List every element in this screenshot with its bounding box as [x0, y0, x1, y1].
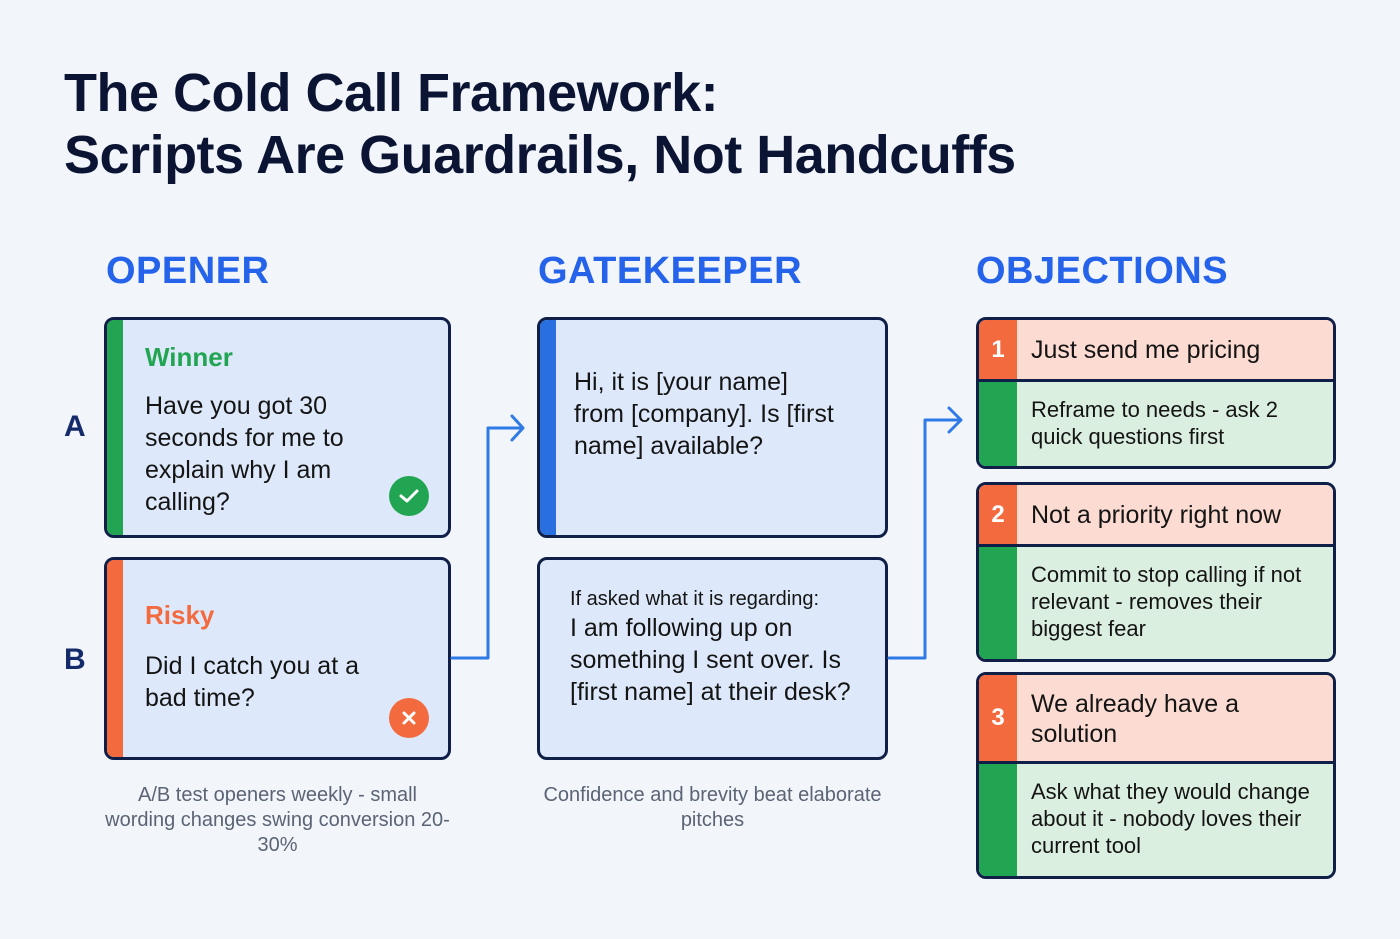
winner-stripe	[107, 320, 123, 535]
winner-tag: Winner	[145, 342, 233, 372]
opener-to-gatekeeper-arrow	[450, 414, 525, 660]
response-stripe	[979, 547, 1017, 659]
response-text: Ask what they would change about it - no…	[1031, 779, 1310, 858]
gatekeeper-script-card: Hi, it is [your name] from [company]. Is…	[537, 317, 888, 538]
response-text: Commit to stop calling if not relevant -…	[1031, 562, 1302, 641]
objection-number: 2	[979, 485, 1017, 544]
objection-number: 3	[979, 675, 1017, 761]
row-label-b: B	[64, 643, 86, 676]
objection-number: 1	[979, 320, 1017, 379]
response-text: Reframe to needs - ask 2 quick questions…	[1031, 397, 1279, 449]
gatekeeper-to-objections-arrow	[887, 406, 963, 660]
gatekeeper-script-text: Hi, it is [your name] from [company]. Is…	[574, 368, 834, 460]
objections-header: OBJECTIONS	[976, 250, 1229, 292]
opener-header: OPENER	[106, 250, 270, 292]
title-line-2: Scripts Are Guardrails, Not Handcuffs	[64, 125, 1016, 185]
gatekeeper-caption: Confidence and brevity beat elaborate pi…	[543, 784, 882, 831]
objection-text: Just send me pricing	[1031, 336, 1261, 364]
objection-card-1: 1 Just send me pricing Reframe to needs …	[976, 317, 1336, 469]
risky-tag: Risky	[145, 600, 215, 630]
opener-card-winner: Winner Have you got 30 seconds for me to…	[104, 317, 451, 538]
objection-text: Not a priority right now	[1031, 501, 1282, 529]
objection-card-2: 2 Not a priority right now Commit to sto…	[976, 482, 1336, 662]
x-circle-icon	[389, 698, 429, 738]
response-stripe	[979, 382, 1017, 466]
objection-text: We already have a solution	[1031, 690, 1239, 748]
gatekeeper-header: GATEKEEPER	[538, 250, 803, 292]
check-circle-icon	[389, 476, 429, 516]
objection-card-3: 3 We already have a solution Ask what th…	[976, 672, 1336, 879]
title-line-1: The Cold Call Framework:	[64, 63, 719, 123]
followup-prompt: If asked what it is regarding:	[570, 588, 820, 610]
gatekeeper-followup-card: If asked what it is regarding: I am foll…	[537, 557, 888, 760]
opener-card-risky: Risky Did I catch you at a bad time?	[104, 557, 451, 760]
risky-opener-text: Did I catch you at a bad time?	[145, 652, 360, 712]
winner-opener-text: Have you got 30 seconds for me to explai…	[145, 392, 344, 516]
opener-caption: A/B test openers weekly - small wording …	[105, 784, 450, 856]
response-stripe	[979, 764, 1017, 876]
risky-stripe	[107, 560, 123, 757]
row-label-a: A	[64, 410, 86, 443]
page-title: The Cold Call Framework: Scripts Are Gua…	[64, 62, 1016, 186]
gatekeeper-stripe	[540, 320, 556, 535]
followup-script-text: I am following up on something I sent ov…	[570, 614, 851, 706]
